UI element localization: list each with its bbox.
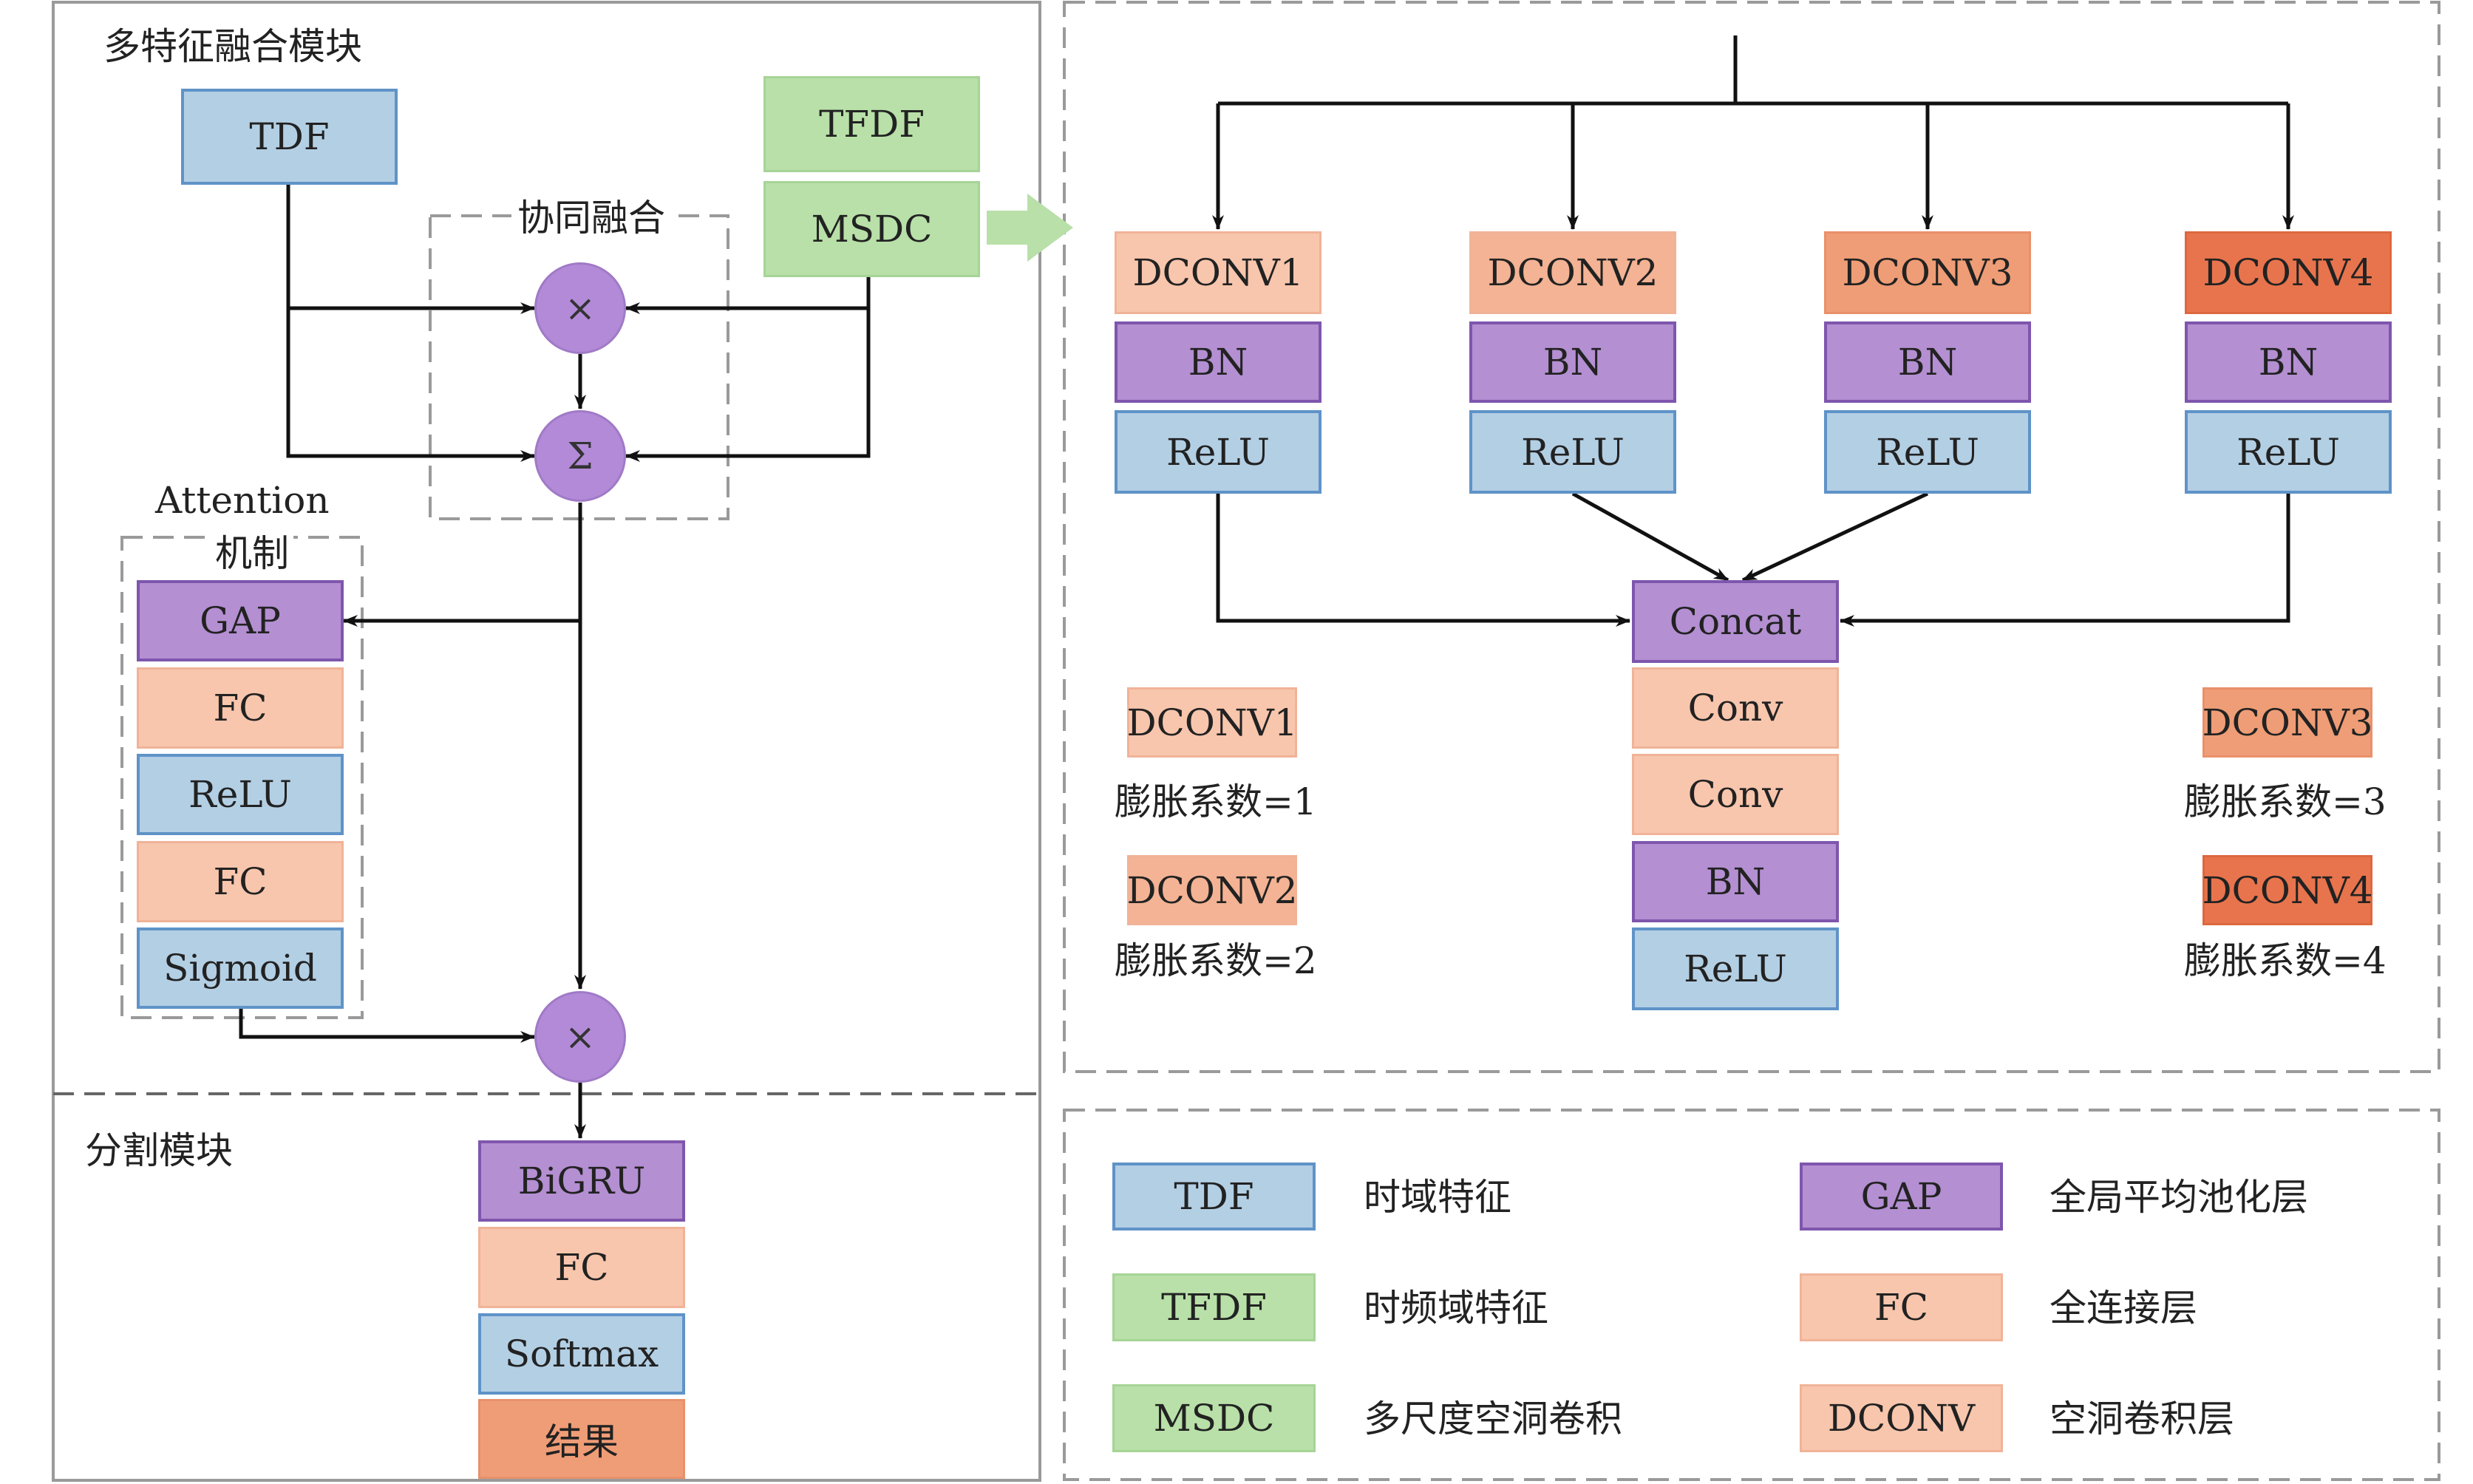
branch1-relu-block: ReLU: [1115, 410, 1321, 494]
collaborative-fusion-title: 协同融合: [511, 200, 671, 236]
tdf-input-block: TDF: [181, 89, 398, 185]
branch2-dconv-block: DCONV2: [1469, 231, 1676, 314]
legend-gap-text: 全局平均池化层: [2050, 1176, 2308, 1219]
note-dconv1-text: 膨胀系数=1: [1115, 780, 1317, 823]
final-multiply-operator: ×: [534, 991, 626, 1083]
note-dconv1-tag: DCONV1: [1127, 687, 1298, 758]
branch4-bn-block: BN: [2185, 321, 2392, 403]
relu3-to-concat-arrow: [1741, 491, 1929, 582]
attention-gap-block: GAP: [137, 580, 344, 661]
attention-title-line2: 机制: [211, 535, 293, 572]
branch1-dconv-block: DCONV1: [1115, 231, 1321, 314]
branch3-dconv-block: DCONV3: [1824, 231, 2031, 314]
note-dconv4-text: 膨胀系数=4: [2184, 939, 2387, 982]
branch1-bn-block: BN: [1115, 321, 1321, 403]
note-dconv3-tag: DCONV3: [2202, 687, 2373, 758]
msdc-input-block: MSDC: [763, 181, 980, 277]
branch2-relu-block: ReLU: [1469, 410, 1676, 494]
legend-tdf-tag: TDF: [1112, 1163, 1316, 1231]
note-dconv2-text: 膨胀系数=2: [1115, 939, 1317, 982]
concat-conv2-block: Conv: [1632, 754, 1839, 835]
relu2-to-concat-arrow: [1571, 491, 1729, 582]
msdc-to-multiply-arrow: [625, 275, 871, 314]
segmentation-fc-block: FC: [478, 1227, 685, 1308]
left-panel-border: [52, 1, 1041, 1482]
tdf-to-multiply-arrow: [286, 185, 535, 314]
concat-conv1-block: Conv: [1632, 667, 1839, 749]
legend-msdc-text: 多尺度空洞卷积: [1364, 1398, 1622, 1440]
msdc-expand-arrow: [987, 194, 1073, 262]
segmentation-result-block: 结果: [478, 1399, 685, 1479]
tdf-to-sum-arrow: [286, 308, 535, 462]
note-dconv3-text: 膨胀系数=3: [2184, 780, 2387, 823]
concat-block: Concat: [1632, 580, 1839, 663]
attention-relu-block: ReLU: [137, 754, 344, 835]
branch3-relu-block: ReLU: [1824, 410, 2031, 494]
multiply-operator: ×: [534, 262, 626, 354]
branch2-bn-block: BN: [1469, 321, 1676, 403]
legend-gap-tag: GAP: [1800, 1163, 2003, 1231]
sum-operator: Σ: [534, 410, 626, 502]
note-dconv4-tag: DCONV4: [2202, 855, 2373, 925]
segmentation-bigru-block: BiGRU: [478, 1140, 685, 1222]
relu4-to-concat-arrow: [1840, 494, 2290, 627]
attention-sigmoid-block: Sigmoid: [137, 928, 344, 1009]
segmentation-module-title: 分割模块: [85, 1129, 233, 1172]
legend-tdf-text: 时域特征: [1364, 1176, 1511, 1219]
concat-bn-block: BN: [1632, 841, 1839, 922]
legend-fc-text: 全连接层: [2050, 1287, 2197, 1330]
tfdf-input-block: TFDF: [763, 76, 980, 172]
attention-fc2-block: FC: [137, 841, 344, 922]
branch4-relu-block: ReLU: [2185, 410, 2392, 494]
concat-relu-block: ReLU: [1632, 928, 1839, 1010]
msdc-panel-border: [1063, 1, 2440, 1073]
branch4-dconv-block: DCONV4: [2185, 231, 2392, 314]
sigmoid-to-final-multiply-arrow: [239, 1007, 535, 1043]
fusion-module-title: 多特征融合模块: [103, 25, 362, 68]
attention-title-line1: Attention: [155, 479, 330, 522]
note-dconv2-tag: DCONV2: [1127, 855, 1298, 925]
segmentation-softmax-block: Softmax: [478, 1313, 685, 1395]
legend-fc-tag: FC: [1800, 1273, 2003, 1341]
legend-msdc-tag: MSDC: [1112, 1384, 1316, 1452]
legend-tfdf-text: 时频域特征: [1364, 1287, 1548, 1330]
legend-panel-border: [1063, 1109, 2440, 1481]
branch3-bn-block: BN: [1824, 321, 2031, 403]
legend-tfdf-tag: TFDF: [1112, 1273, 1316, 1341]
relu1-to-concat-arrow: [1216, 494, 1630, 627]
legend-dconv-tag: DCONV: [1800, 1384, 2003, 1452]
msdc-to-sum-arrow: [625, 308, 871, 462]
legend-dconv-text: 空洞卷积层: [2050, 1398, 2234, 1440]
attention-fc1-block: FC: [137, 667, 344, 749]
